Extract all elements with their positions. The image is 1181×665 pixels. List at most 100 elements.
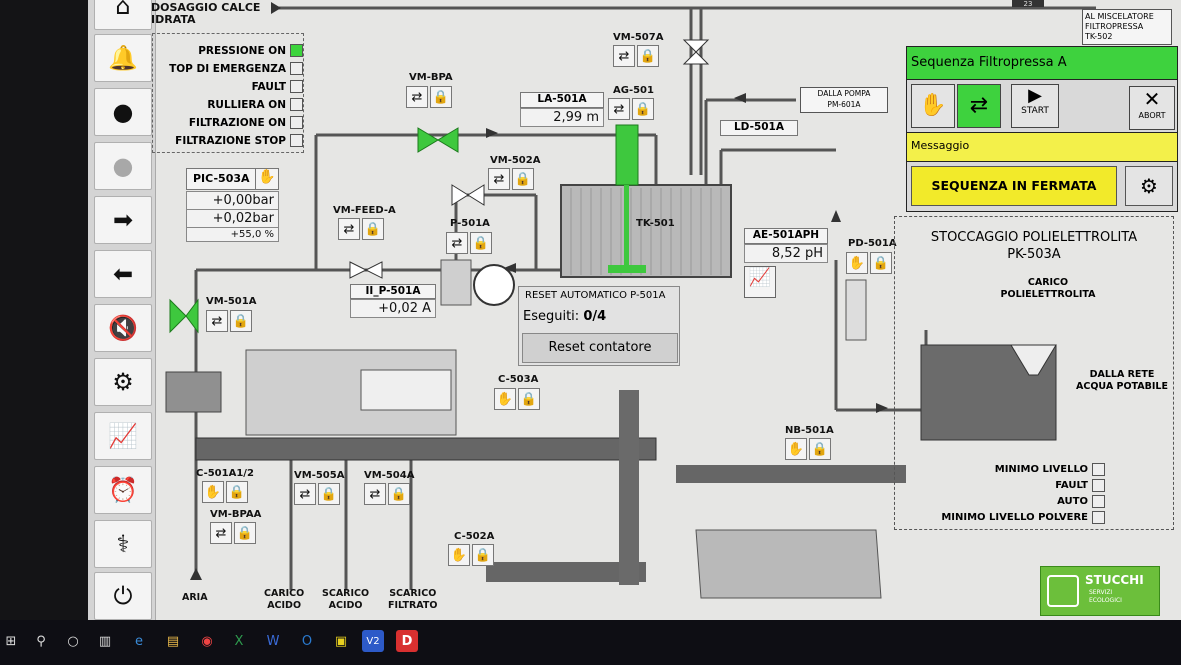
la501a-tag[interactable]: LA-501A: [520, 92, 604, 108]
cortana-icon[interactable]: ○: [67, 633, 79, 649]
ag-501-controls: ⇄🔒: [608, 98, 654, 120]
hand-icon[interactable]: ✋: [255, 168, 279, 190]
outlook-icon[interactable]: O: [301, 633, 313, 649]
pic503a-sp[interactable]: +0,02bar: [186, 209, 279, 228]
side-navigation: ⌂ 🔔 ● ● ➡ ⬅ 🔇 ⚙ 📈 ⏰ ⚕ ⏻: [88, 0, 156, 620]
rulliera-indicator: [290, 98, 303, 111]
windows-taskbar: ⊞ ⚲ ○ ▥ e ▤ ◉ X W O ▣ V2 D: [0, 620, 1181, 665]
search-icon[interactable]: ⚲: [36, 633, 46, 649]
lock-icon[interactable]: 🔒: [234, 522, 256, 544]
auto-icon[interactable]: ⇄: [338, 218, 360, 240]
auto-icon[interactable]: ⇄: [364, 483, 386, 505]
hand-icon[interactable]: ✋: [202, 481, 224, 503]
ae501-tag[interactable]: AE-501APH: [744, 228, 828, 244]
power-icon[interactable]: ⏻: [94, 572, 152, 620]
task-view-icon[interactable]: ▥: [98, 633, 112, 649]
trend-icon[interactable]: 📈: [94, 412, 152, 460]
user-icon[interactable]: ●: [94, 88, 152, 136]
chrome-icon[interactable]: ◉: [201, 633, 213, 649]
explorer-icon[interactable]: ▤: [166, 633, 180, 649]
lock-icon[interactable]: 🔒: [226, 481, 248, 503]
nb-501a-controls: ✋🔒: [785, 438, 831, 460]
status-minimo-polvere: MINIMO LIVELLO POLVERE: [925, 511, 1105, 524]
vm-504a-label: VM-504A: [364, 470, 415, 481]
status-minimo-livello: MINIMO LIVELLO: [925, 463, 1105, 476]
hand-icon[interactable]: ✋: [846, 252, 868, 274]
lock-icon[interactable]: 🔒: [362, 218, 384, 240]
edge-icon[interactable]: e: [135, 633, 143, 649]
carico-poli-label: CARICO POLIELETTROLITA: [1000, 277, 1096, 300]
monitor-bezel: [0, 0, 88, 620]
abort-button[interactable]: ✕ABORT: [1129, 86, 1175, 130]
lock-icon[interactable]: 🔒: [518, 388, 540, 410]
process-diagram: [165, 2, 1096, 599]
eseguiti-label: Eseguiti:: [523, 309, 580, 324]
auto-icon[interactable]: ⇄: [206, 310, 228, 332]
auto-icon[interactable]: ⇄: [488, 168, 510, 190]
hand-icon[interactable]: ✋: [911, 84, 955, 128]
auto-cycle-icon[interactable]: ⇄: [957, 84, 1001, 128]
pd-501a-label: PD-501A: [848, 238, 897, 249]
lock-icon[interactable]: 🔒: [318, 483, 340, 505]
user-disabled-icon[interactable]: ●: [94, 142, 152, 190]
home-icon[interactable]: ⌂: [94, 0, 152, 30]
word-icon[interactable]: W: [266, 633, 280, 649]
ld501a-tag[interactable]: LD-501A: [720, 120, 798, 136]
arrow-left-icon[interactable]: ⬅: [94, 250, 152, 298]
trend-icon[interactable]: 📈: [744, 266, 776, 298]
filtrazione-on-indicator: [290, 116, 303, 129]
stoccaggio-title: STOCCAGGIO POLIELETTROLITA PK-503A: [930, 230, 1138, 262]
lock-icon[interactable]: 🔒: [230, 310, 252, 332]
lock-icon[interactable]: 🔒: [637, 45, 659, 67]
c-503a-controls: ✋🔒: [494, 388, 540, 410]
miscelatore-label: AL MISCELATORE FILTROPRESSA TK-502: [1082, 9, 1172, 45]
reset-contatore-button[interactable]: Reset contatore: [522, 333, 678, 363]
bell-icon[interactable]: 🔔: [94, 34, 152, 82]
lock-icon[interactable]: 🔒: [470, 232, 492, 254]
arrow-right-icon[interactable]: ➡: [94, 196, 152, 244]
vm-501a-label: VM-501A: [206, 296, 257, 307]
start-button[interactable]: ▶START: [1011, 84, 1059, 128]
auto-icon[interactable]: ⇄: [406, 86, 428, 108]
legend-fault: FAULT: [153, 80, 303, 93]
hand-icon[interactable]: ✋: [494, 388, 516, 410]
pd-501a-controls: ✋🔒: [846, 252, 892, 274]
hand-icon[interactable]: ✋: [785, 438, 807, 460]
mute-icon[interactable]: 🔇: [94, 304, 152, 352]
p-501a-label: P-501A: [450, 218, 490, 229]
lock-icon[interactable]: 🔒: [472, 544, 494, 566]
c-502a-controls: ✋🔒: [448, 544, 494, 566]
excel-icon[interactable]: X: [234, 633, 244, 649]
auto-icon[interactable]: ⇄: [613, 45, 635, 67]
lock-icon[interactable]: 🔒: [870, 252, 892, 274]
scarico-filtrato-label: SCARICO FILTRATO: [388, 588, 438, 611]
d-app-icon[interactable]: D: [396, 630, 418, 652]
start-icon[interactable]: ⊞: [5, 633, 17, 649]
gears-icon[interactable]: ⚙: [1125, 166, 1173, 206]
auto-icon[interactable]: ⇄: [210, 522, 232, 544]
sticky-notes-icon[interactable]: ▣: [334, 633, 348, 649]
stucchi-logo: STUCCHI SERVIZI ECOLOGICI: [1040, 566, 1160, 616]
vm-505a-controls: ⇄🔒: [294, 483, 340, 505]
auto-icon[interactable]: ⇄: [608, 98, 630, 120]
stethoscope-icon[interactable]: ⚕: [94, 520, 152, 568]
hand-icon[interactable]: ✋: [448, 544, 470, 566]
gears-icon[interactable]: ⚙: [94, 358, 152, 406]
ii-p501a-tag[interactable]: II_P-501A: [350, 284, 436, 299]
ae501-value: 8,52 pH: [744, 244, 828, 263]
dosaggio-label: DOSAGGIO CALCE IDRATA: [151, 1, 261, 26]
lock-icon[interactable]: 🔒: [388, 483, 410, 505]
v2-app-icon[interactable]: V2: [362, 630, 384, 652]
lock-icon[interactable]: 🔒: [632, 98, 654, 120]
lock-icon[interactable]: 🔒: [430, 86, 452, 108]
vm-505a-label: VM-505A: [294, 470, 345, 481]
lock-icon[interactable]: 🔒: [512, 168, 534, 190]
hmi-screen: ⌂ 🔔 ● ● ➡ ⬅ 🔇 ⚙ 📈 ⏰ ⚕ ⏻: [88, 0, 1181, 620]
auto-icon[interactable]: ⇄: [294, 483, 316, 505]
legend-emergenza: TOP DI EMERGENZA: [153, 62, 303, 75]
pic503a-pv: +0,00bar: [186, 191, 279, 210]
auto-icon[interactable]: ⇄: [446, 232, 468, 254]
vm-bpaa-controls: ⇄🔒: [210, 522, 256, 544]
alarm-clock-icon[interactable]: ⏰: [94, 466, 152, 514]
lock-icon[interactable]: 🔒: [809, 438, 831, 460]
